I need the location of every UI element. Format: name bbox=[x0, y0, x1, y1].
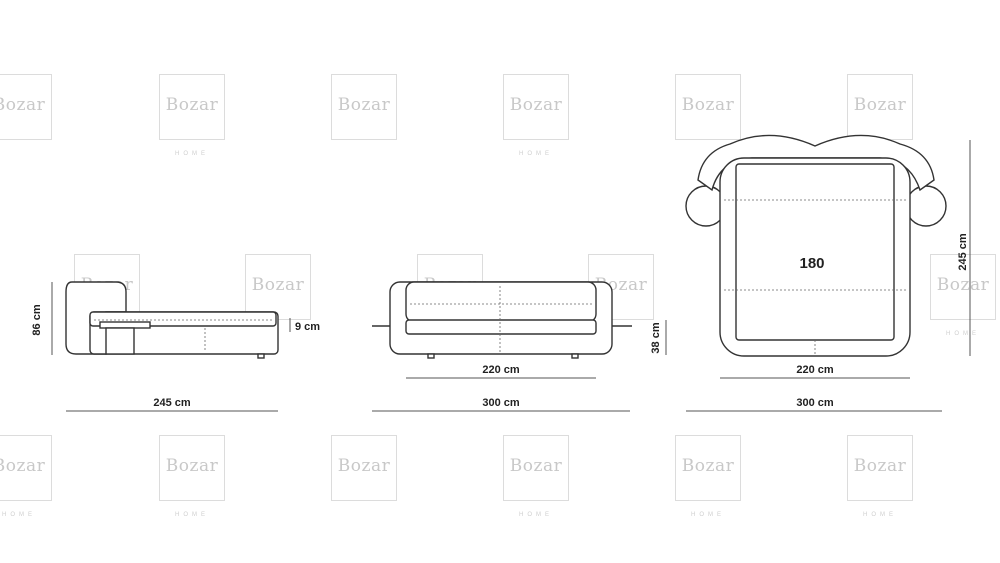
watermark-brand: Bozar bbox=[853, 95, 907, 115]
watermark-brand: Bozar bbox=[853, 456, 907, 476]
front-seam bbox=[410, 286, 594, 352]
watermark-brand: Bozar bbox=[681, 456, 735, 476]
watermark-sub: HOME bbox=[2, 512, 36, 518]
watermark-brand: Bozar bbox=[251, 275, 305, 295]
watermark-brand: Bozar bbox=[0, 95, 46, 115]
side-view: 86 cm 9 cm 245 cm bbox=[31, 281, 320, 412]
top-mattress bbox=[735, 163, 895, 341]
watermark-brand: Bozar bbox=[165, 95, 219, 115]
front-height-label: 38 cm bbox=[650, 322, 662, 353]
watermark-tile: Bozar bbox=[0, 74, 52, 140]
front-mattress bbox=[405, 319, 597, 335]
side-length-label: 245 cm bbox=[153, 397, 191, 409]
watermark-brand: Bozar bbox=[0, 456, 46, 476]
watermark-brand: Bozar bbox=[509, 95, 563, 115]
watermark-sub: HOME bbox=[175, 151, 209, 157]
side-foot bbox=[257, 353, 265, 359]
front-headboard bbox=[405, 281, 597, 323]
top-view: 180 245 cm 220 cm 300 cm bbox=[685, 134, 971, 412]
watermark-sub: HOME bbox=[519, 512, 553, 518]
watermark-brand: Bozar bbox=[509, 456, 563, 476]
front-outer-label: 300 cm bbox=[482, 397, 520, 409]
top-outer-label: 300 cm bbox=[796, 397, 834, 409]
top-headboard bbox=[697, 134, 935, 192]
side-height-label: 86 cm bbox=[31, 304, 43, 335]
front-foot-left bbox=[427, 353, 435, 359]
watermark-tile: Bozar bbox=[675, 74, 741, 140]
watermark-brand: Bozar bbox=[936, 275, 990, 295]
watermark-sub: HOME bbox=[863, 512, 897, 518]
watermark-brand: Bozar bbox=[681, 95, 735, 115]
side-base-label: 9 cm bbox=[295, 321, 320, 333]
watermark-tile: Bozar bbox=[331, 435, 397, 501]
front-view: 38 cm 220 cm 300 cm bbox=[372, 281, 667, 412]
side-nightstand-leg bbox=[105, 327, 135, 355]
watermark-sub: HOME bbox=[519, 151, 553, 157]
side-seam bbox=[94, 319, 272, 352]
top-inner-label: 220 cm bbox=[796, 364, 834, 376]
watermark-brand: Bozar bbox=[165, 456, 219, 476]
front-foot-right bbox=[571, 353, 579, 359]
watermark-sub: HOME bbox=[946, 331, 980, 337]
watermark-tile: Bozar bbox=[331, 74, 397, 140]
watermark-brand: Bozar bbox=[337, 95, 391, 115]
top-nightstand-right bbox=[905, 185, 947, 227]
top-seam bbox=[724, 199, 908, 356]
watermark-sub: HOME bbox=[691, 512, 725, 518]
front-inner-label: 220 cm bbox=[482, 364, 520, 376]
watermark-sub: HOME bbox=[175, 512, 209, 518]
watermark-brand: Bozar bbox=[337, 456, 391, 476]
top-mattress-label: 180 bbox=[799, 255, 824, 272]
top-length-label: 245 cm bbox=[957, 233, 969, 271]
side-nightstand bbox=[99, 321, 151, 329]
